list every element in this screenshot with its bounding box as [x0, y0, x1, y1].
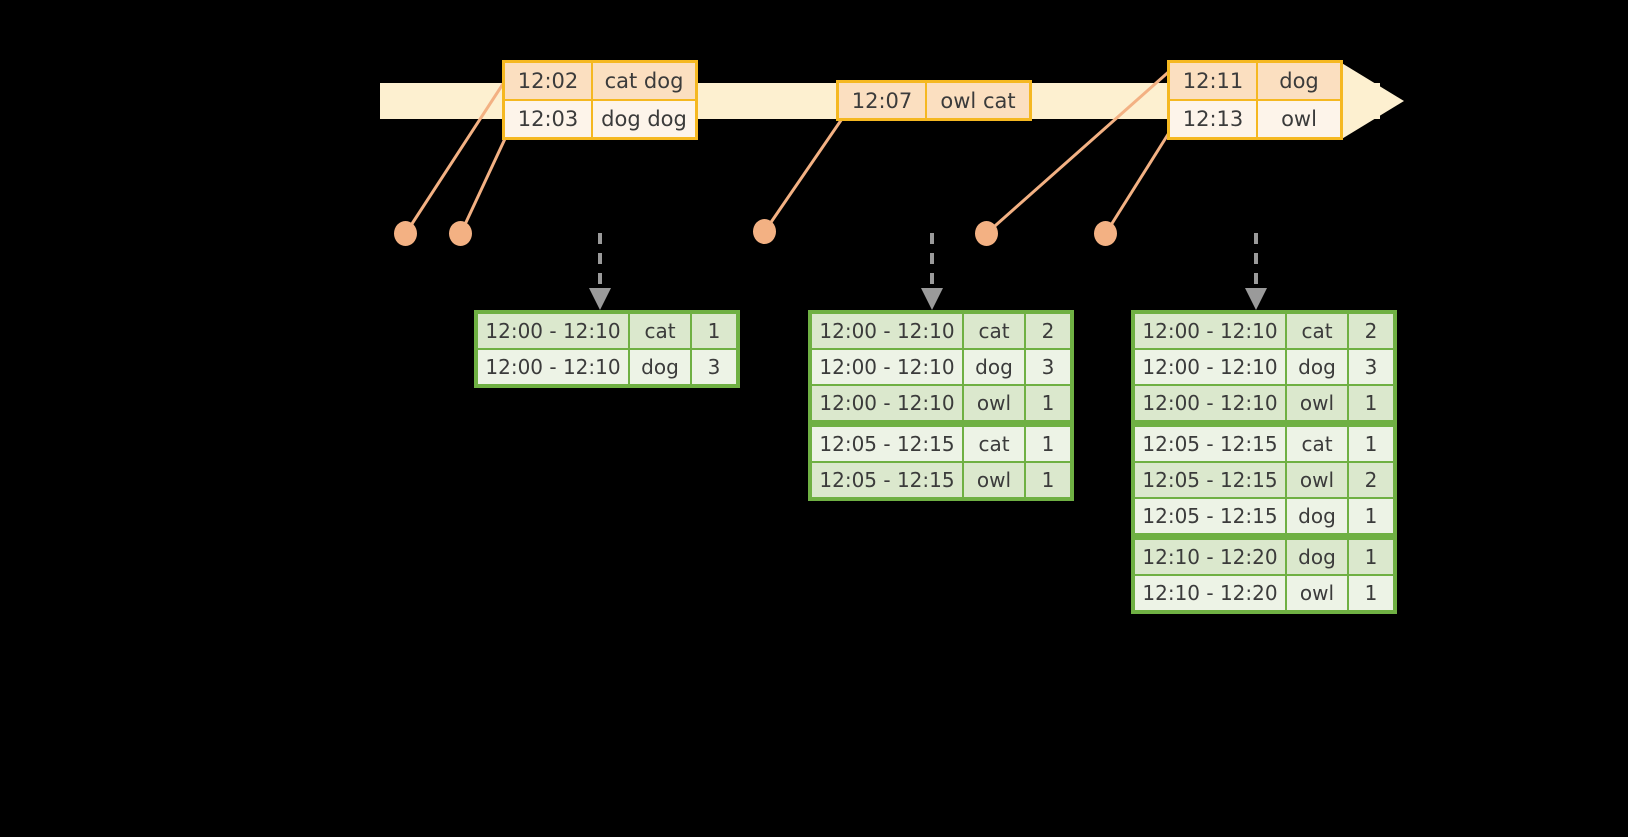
connector-dot [449, 221, 472, 246]
table-group-separator [1135, 535, 1393, 538]
count-cell: 1 [1026, 427, 1070, 461]
key-cell: cat [1287, 314, 1347, 348]
key-cell: cat [1287, 427, 1347, 461]
count-cell: 2 [1349, 314, 1393, 348]
count-cell: 3 [692, 350, 736, 384]
count-cell: 3 [1349, 350, 1393, 384]
key-cell: dog [1287, 540, 1347, 574]
window-cell: 12:05 - 12:15 [1135, 427, 1285, 461]
window-cell: 12:00 - 12:10 [812, 314, 962, 348]
window-cell: 12:05 - 12:15 [1135, 499, 1285, 533]
count-cell: 2 [1349, 463, 1393, 497]
window-cell: 12:10 - 12:20 [1135, 576, 1285, 610]
count-cell: 1 [1026, 463, 1070, 497]
key-cell: cat [630, 314, 690, 348]
event-time: 12:11 [1170, 63, 1258, 99]
window-cell: 12:00 - 12:10 [1135, 386, 1285, 420]
key-cell: owl [1287, 463, 1347, 497]
count-cell: 1 [1349, 499, 1393, 533]
count-cell: 1 [1349, 386, 1393, 420]
window-cell: 12:10 - 12:20 [1135, 540, 1285, 574]
event-time: 12:07 [839, 83, 927, 118]
window-cell: 12:00 - 12:10 [1135, 350, 1285, 384]
count-cell: 1 [692, 314, 736, 348]
dashed-arrow-heads [589, 288, 1267, 310]
key-cell: cat [964, 314, 1024, 348]
dashed-arrows [598, 233, 1258, 288]
key-cell: owl [964, 386, 1024, 420]
key-cell: owl [1287, 576, 1347, 610]
key-cell: dog [630, 350, 690, 384]
event-row: 12:07 owl cat [839, 83, 1029, 118]
event-time: 12:13 [1170, 101, 1258, 137]
table-group-separator [1135, 422, 1393, 425]
key-cell: dog [964, 350, 1024, 384]
connector-dot [975, 221, 998, 246]
key-cell: cat [964, 427, 1024, 461]
window-cell: 12:00 - 12:10 [1135, 314, 1285, 348]
key-cell: owl [1287, 386, 1347, 420]
window-cell: 12:00 - 12:10 [812, 386, 962, 420]
event-time: 12:02 [505, 63, 593, 99]
count-cell: 3 [1026, 350, 1070, 384]
event-group-3: 12:11 dog 12:13 owl [1167, 60, 1343, 140]
key-cell: dog [1287, 499, 1347, 533]
count-cell: 2 [1026, 314, 1070, 348]
event-value: owl [1258, 101, 1340, 137]
event-value: owl cat [927, 83, 1029, 118]
event-value: dog dog [593, 101, 695, 137]
event-group-1: 12:02 cat dog 12:03 dog dog [502, 60, 698, 140]
connector-dot [753, 219, 776, 244]
event-row: 12:02 cat dog [505, 63, 695, 99]
window-cell: 12:05 - 12:15 [812, 463, 962, 497]
event-value: dog [1258, 63, 1340, 99]
key-cell: owl [964, 463, 1024, 497]
window-cell: 12:05 - 12:15 [812, 427, 962, 461]
connector-dot [394, 221, 417, 246]
connector-dot [1094, 221, 1117, 246]
table-group-separator [812, 422, 1070, 425]
key-cell: dog [1287, 350, 1347, 384]
window-cell: 12:05 - 12:15 [1135, 463, 1285, 497]
count-cell: 1 [1349, 427, 1393, 461]
event-row: 12:13 owl [1170, 99, 1340, 137]
window-cell: 12:00 - 12:10 [478, 314, 628, 348]
window-cell: 12:00 - 12:10 [478, 350, 628, 384]
count-cell: 1 [1349, 576, 1393, 610]
count-cell: 1 [1026, 386, 1070, 420]
count-cell: 1 [1349, 540, 1393, 574]
event-group-2: 12:07 owl cat [836, 80, 1032, 121]
event-row: 12:11 dog [1170, 63, 1340, 99]
window-cell: 12:00 - 12:10 [812, 350, 962, 384]
event-value: cat dog [593, 63, 695, 99]
event-row: 12:03 dog dog [505, 99, 695, 137]
event-time: 12:03 [505, 101, 593, 137]
